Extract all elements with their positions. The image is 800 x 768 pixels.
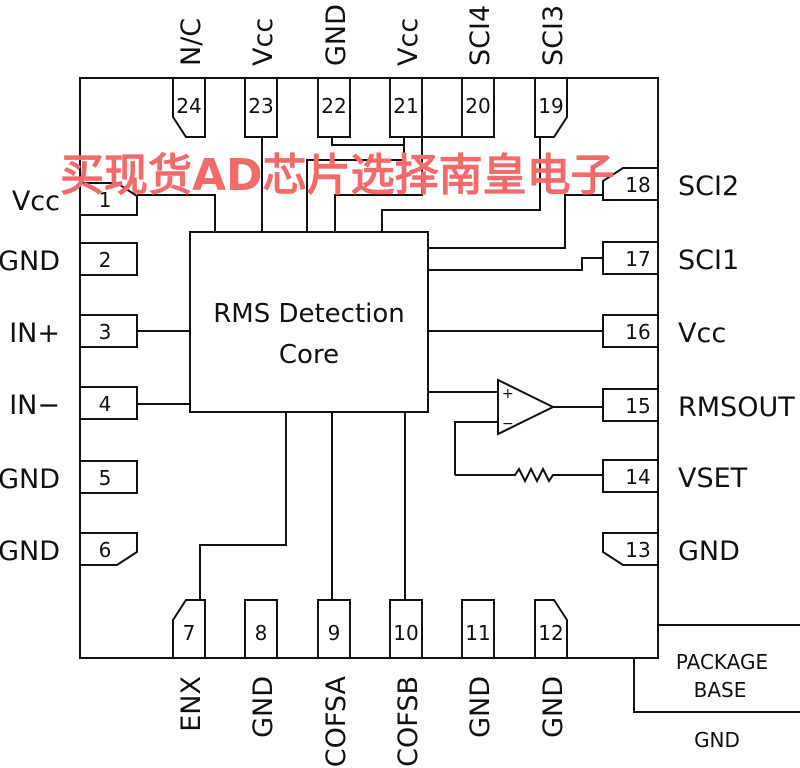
pin-label: IN− <box>9 390 60 421</box>
wire-pin1 <box>137 194 216 232</box>
pin-number: 6 <box>99 538 112 562</box>
wire-pin17 <box>428 257 603 271</box>
pin-label: N/C <box>176 18 207 66</box>
pin-label: GND <box>248 676 279 738</box>
pin-17 <box>602 241 659 275</box>
pin-label: GND <box>321 4 352 66</box>
pin-number: 20 <box>465 94 490 118</box>
pin-2 <box>79 242 138 276</box>
wires <box>137 117 603 600</box>
pin-label: GND <box>678 536 740 567</box>
pin-number: 2 <box>99 248 112 272</box>
pin-number: 3 <box>99 320 112 344</box>
package-outline <box>79 77 659 659</box>
pin-label: RMSOUT <box>678 392 795 423</box>
opamp-minus: − <box>502 416 514 432</box>
pin-19 <box>534 77 568 138</box>
pin-22 <box>317 77 351 138</box>
pin-10 <box>389 599 423 659</box>
pin-number: 21 <box>393 94 418 118</box>
pin-number: 17 <box>625 247 650 271</box>
pin-label: Vcc <box>393 18 424 66</box>
pin-11 <box>461 599 495 659</box>
pin-8 <box>244 599 278 659</box>
pin-number: 5 <box>99 466 112 490</box>
pin-label: IN+ <box>9 318 60 349</box>
pin-3 <box>79 314 138 348</box>
pin-18 <box>602 167 659 201</box>
wire-pin19 <box>381 137 541 232</box>
pin-label: GND <box>465 676 496 738</box>
pin-label: SCI1 <box>678 245 739 276</box>
pin-label: GND <box>538 676 569 738</box>
pin-number: 1 <box>99 188 112 212</box>
pin-24 <box>172 77 206 138</box>
pin-4 <box>79 386 138 420</box>
pin-5 <box>79 460 138 494</box>
pin-number: 24 <box>176 94 201 118</box>
pin-label: Vcc <box>678 318 726 349</box>
pin-label: SCI3 <box>538 5 569 66</box>
pin-23 <box>244 77 278 138</box>
opamp-triangle <box>497 378 556 436</box>
core-label-line2: Core <box>279 340 339 370</box>
opamp-plus: + <box>502 386 514 402</box>
core-label-line1: RMS Detection <box>213 299 405 329</box>
package-base-box <box>633 658 800 713</box>
pin-21 <box>389 77 423 138</box>
pin-20 <box>461 77 495 138</box>
pin-label: GND <box>0 536 60 567</box>
pin-number: 14 <box>625 465 650 489</box>
pin-label: GND <box>0 246 60 277</box>
pin-15 <box>602 388 659 422</box>
pin-number: 23 <box>248 94 273 118</box>
pin-number: 18 <box>625 173 650 197</box>
pin-16 <box>602 314 659 348</box>
pin-number: 8 <box>255 621 268 645</box>
pin-label: Vcc <box>248 18 279 66</box>
pin-number: 11 <box>465 621 490 645</box>
pin-1 <box>79 182 138 216</box>
pin-12 <box>534 599 568 659</box>
rms-detection-core <box>189 231 429 413</box>
package-base-label-2: BASE <box>694 678 747 702</box>
pin-label: ENX <box>176 676 207 732</box>
pin-label: VSET <box>678 463 748 494</box>
pin-14 <box>602 459 659 493</box>
pin-number: 10 <box>393 621 418 645</box>
pin-number: 7 <box>183 621 196 645</box>
wire-pin7 <box>199 412 287 600</box>
pin-number: 15 <box>625 394 650 418</box>
pin-number: 19 <box>538 94 563 118</box>
pin-9 <box>317 599 351 659</box>
pin-label: COFSB <box>393 676 424 767</box>
pin-number: 22 <box>321 94 346 118</box>
pin-6 <box>79 532 138 566</box>
pin-label: COFSA <box>321 675 352 767</box>
pin-number: 12 <box>538 621 563 645</box>
feedback-resistor <box>455 466 602 484</box>
wire-pin22 <box>306 117 405 232</box>
wire-feedback <box>454 421 498 475</box>
pin-number: 4 <box>99 392 112 416</box>
wire-pin18 <box>428 194 603 249</box>
pin-label: Vcc <box>12 186 60 217</box>
pin-label: GND <box>0 464 60 495</box>
watermark-text: 买现货AD芯片选择南皇电子 <box>60 150 615 201</box>
package-base-gnd-label: GND <box>694 728 740 752</box>
pin-number: 9 <box>328 621 341 645</box>
pin-label: SCI2 <box>678 171 739 202</box>
pin-7 <box>172 599 206 659</box>
pin-13 <box>602 532 659 566</box>
pin-number: 13 <box>625 538 650 562</box>
pin-number: 16 <box>625 320 650 344</box>
package-base-label-1: PACKAGE <box>676 650 768 674</box>
pin-label: SCI4 <box>465 5 496 66</box>
